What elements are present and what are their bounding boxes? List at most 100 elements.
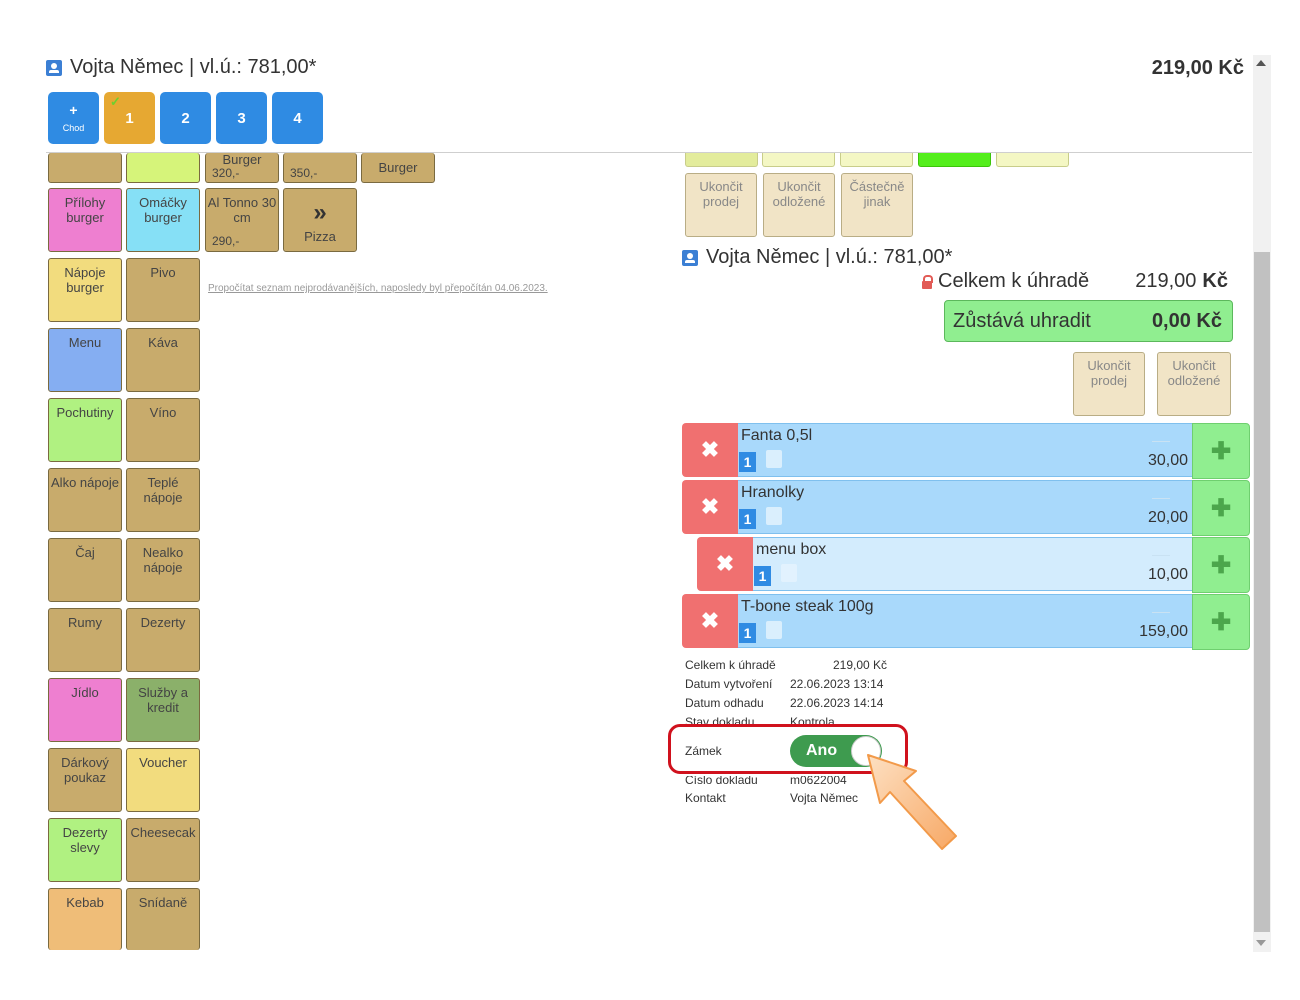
category-voucher[interactable]: Voucher — [126, 748, 200, 812]
add-icon[interactable]: ✚ — [1192, 594, 1250, 650]
note-icon[interactable] — [766, 507, 782, 525]
detail-value-contact: Vojta Němec — [790, 791, 859, 805]
top-strip[interactable] — [685, 153, 758, 167]
order-item-body[interactable]: Hranolky 1 20,00 — [738, 480, 1192, 534]
finish-deferred-button[interactable]: Ukončit odložené — [1157, 352, 1231, 416]
category-pivo[interactable]: Pivo — [126, 258, 200, 322]
scrollbar-thumb[interactable] — [1254, 252, 1270, 932]
finish-sale-button[interactable]: Ukončit prodej — [1073, 352, 1145, 416]
detail-value-created: 22.06.2023 13:14 — [790, 677, 884, 691]
category-label: Víno — [149, 405, 177, 420]
detail-label-total: Celkem k úhradě — [685, 658, 776, 672]
category-sluzby-kredit[interactable]: Služby a kredit — [126, 678, 200, 742]
course-tab-2[interactable]: 2 — [160, 92, 211, 144]
course-tab-4[interactable]: 4 — [272, 92, 323, 144]
category-nealko-napoje[interactable]: Nealko nápoje — [126, 538, 200, 602]
top-strip[interactable] — [762, 153, 835, 167]
category-alko-napoje[interactable]: Alko nápoje — [48, 468, 122, 532]
product-name: Burger — [222, 152, 262, 167]
next-pizza-button[interactable]: » Pizza — [283, 188, 357, 252]
product-name: Pizza — [304, 229, 336, 244]
lock-toggle-label: Ano — [806, 742, 838, 759]
category-menu[interactable]: Menu — [48, 328, 122, 392]
order-item: ✖ T-bone steak 100g 1 159,00 ✚ — [682, 594, 1250, 650]
item-quantity[interactable]: 1 — [739, 452, 756, 472]
button-label: Ukončit odložené — [772, 179, 826, 209]
lock-icon[interactable] — [922, 274, 933, 289]
finish-sale-button-top[interactable]: Ukončit prodej — [685, 173, 757, 237]
scroll-down-icon[interactable] — [1256, 940, 1266, 946]
note-icon[interactable] — [781, 564, 797, 582]
chevron-right-icon: » — [313, 199, 327, 226]
category-label: Přílohy burger — [64, 195, 106, 225]
scroll-up-icon[interactable] — [1256, 60, 1266, 66]
top-strip[interactable] — [996, 153, 1069, 167]
category-kava[interactable]: Káva — [126, 328, 200, 392]
order-item-body[interactable]: T-bone steak 100g 1 159,00 — [738, 594, 1192, 648]
order-item-body[interactable]: Fanta 0,5l 1 30,00 — [738, 423, 1192, 477]
category-priloha-burger[interactable]: Přílohy burger — [48, 188, 122, 252]
category-label: Voucher — [139, 755, 187, 770]
category-tile[interactable] — [48, 153, 122, 183]
delete-icon[interactable]: ✖ — [697, 537, 753, 591]
button-label: Částečně jinak — [849, 179, 905, 209]
category-jidlo[interactable]: Jídlo — [48, 678, 122, 742]
finish-deferred-button-top[interactable]: Ukončit odložené — [763, 173, 835, 237]
category-tile[interactable] — [126, 153, 200, 183]
category-dezerty[interactable]: Dezerty — [126, 608, 200, 672]
detail-label-lock: Zámek — [685, 744, 722, 758]
recalc-bestsellers-link[interactable]: Propočítat seznam nejprodávanějších, nap… — [208, 283, 548, 294]
category-dezerty-slevy[interactable]: Dezerty slevy — [48, 818, 122, 882]
add-icon[interactable]: ✚ — [1192, 537, 1250, 593]
header-total: 219,00 Kč — [1151, 57, 1244, 79]
item-quantity[interactable]: 1 — [754, 566, 771, 586]
detail-value-number-text: m0622004 — [790, 776, 847, 787]
category-vino[interactable]: Víno — [126, 398, 200, 462]
product-burger-alt[interactable]: Burger — [361, 153, 435, 183]
category-teple-napoje[interactable]: Teplé nápoje — [126, 468, 200, 532]
detail-label-created: Datum vytvoření — [685, 677, 773, 691]
category-darkovy-poukaz[interactable]: Dárkový poukaz — [48, 748, 122, 812]
product-al-tonno[interactable]: Al Tonno 30 cm 290,- — [205, 188, 279, 252]
item-name: menu box — [756, 541, 827, 558]
product-price: 350,- — [290, 166, 318, 180]
category-pochutiny[interactable]: Pochutiny — [48, 398, 122, 462]
course-tab-3[interactable]: 3 — [216, 92, 267, 144]
detail-value-total: 219,00 Kč — [833, 658, 888, 672]
item-price: 20,00 — [1147, 509, 1188, 526]
category-napoje-burger[interactable]: Nápoje burger — [48, 258, 122, 322]
order-item-body[interactable]: menu box 1 10,00 — [753, 537, 1192, 591]
product-burger[interactable]: Burger 320,- — [205, 152, 279, 183]
lock-toggle[interactable]: Ano — [790, 735, 882, 767]
add-icon[interactable]: ✚ — [1192, 423, 1250, 479]
add-course-button[interactable]: + Chod — [48, 92, 99, 144]
top-strip[interactable] — [840, 153, 913, 167]
category-label: Cheesecak — [130, 825, 196, 840]
delete-icon[interactable]: ✖ — [682, 594, 738, 648]
category-label: Alko nápoje — [51, 475, 119, 490]
category-kebab[interactable]: Kebab — [48, 888, 122, 950]
category-label: Teplé nápoje — [143, 475, 183, 505]
category-snidane[interactable]: Snídaně — [126, 888, 200, 950]
category-label: Nápoje burger — [64, 265, 106, 295]
category-omacky-burger[interactable]: Omáčky burger — [126, 188, 200, 252]
item-quantity[interactable]: 1 — [739, 623, 756, 643]
course-tab-1[interactable]: ✓ 1 — [104, 92, 155, 144]
item-quantity[interactable]: 1 — [739, 509, 756, 529]
summary-customer: Vojta Němec | vl.ú.: 781,00* — [682, 246, 952, 269]
category-rumy[interactable]: Rumy — [48, 608, 122, 672]
total-value: 219,00 — [1135, 270, 1197, 292]
delete-icon[interactable]: ✖ — [682, 423, 738, 477]
note-icon[interactable] — [766, 450, 782, 468]
partial-other-button[interactable]: Částečně jinak — [841, 173, 913, 237]
category-label: Káva — [148, 335, 178, 350]
remain-label: Zůstává uhradit — [953, 309, 1091, 332]
product-burger-350[interactable]: 350,- — [283, 153, 357, 183]
button-label: Ukončit prodej — [1087, 358, 1131, 388]
note-icon[interactable] — [766, 621, 782, 639]
delete-icon[interactable]: ✖ — [682, 480, 738, 534]
top-strip[interactable] — [918, 153, 991, 167]
category-cheesecake[interactable]: Cheesecak — [126, 818, 200, 882]
category-caj[interactable]: Čaj — [48, 538, 122, 602]
add-icon[interactable]: ✚ — [1192, 480, 1250, 536]
